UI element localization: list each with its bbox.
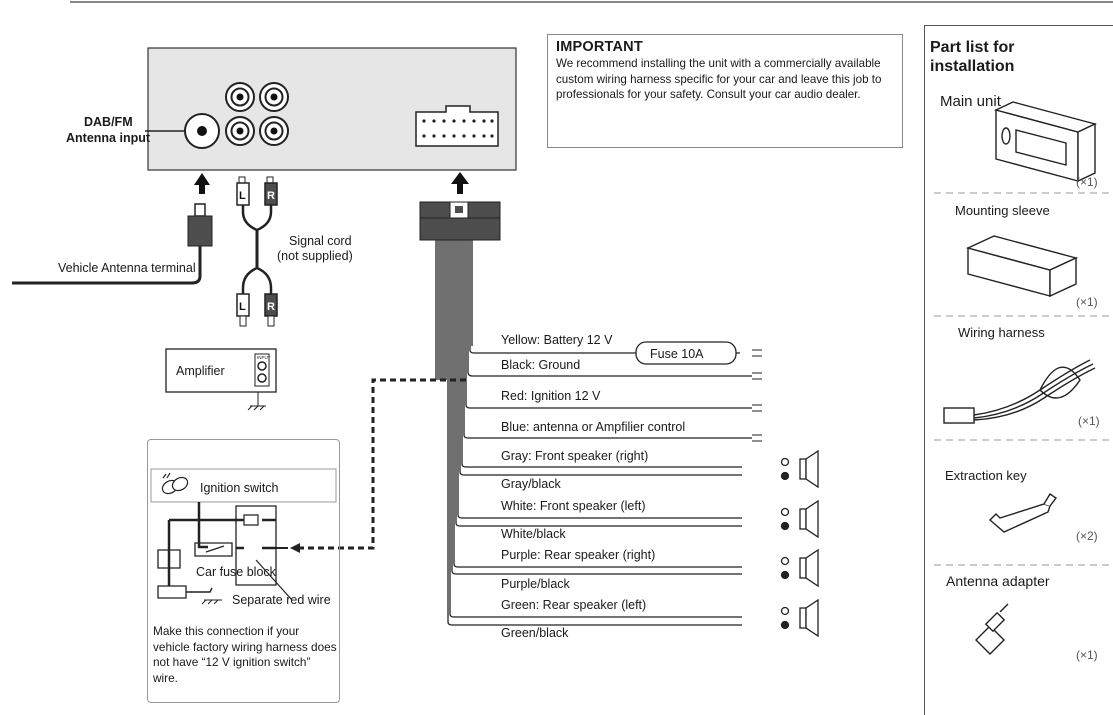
- wire-label-green: Green: Rear speaker (left): [501, 598, 646, 612]
- fuse-10a: [635, 341, 737, 365]
- rca-left-tag-top: L: [239, 190, 246, 202]
- wire-label-yellow: Yellow: Battery 12 V: [501, 333, 613, 347]
- important-notice: IMPORTANT We recommend installing the un…: [547, 34, 903, 148]
- wire-label-white-black: White/black: [501, 527, 566, 541]
- wire-label-gray: Gray: Front speaker (right): [501, 449, 648, 463]
- parts-title-line-1: Part list for: [930, 39, 1015, 56]
- ignition-note: Make this connection if your vehicle fac…: [153, 624, 337, 685]
- wire-label-green-black: Green/black: [501, 626, 569, 640]
- svg-text:INPUT: INPUT: [257, 355, 271, 360]
- ignition-switch-label: Ignition switch: [200, 481, 279, 495]
- antenna-adapter-icon: [975, 603, 1009, 655]
- signal-cord-label-1: Signal cord: [289, 234, 352, 248]
- parts-list-title: Part list for installation: [930, 38, 1014, 76]
- rca-plug-left-bottom: [236, 293, 250, 327]
- rca-plug-right-bottom: [264, 293, 278, 327]
- part-name-mounting-sleeve: Mounting sleeve: [955, 203, 1050, 218]
- mounting-sleeve-icon: [965, 235, 1079, 298]
- amplifier-label: Amplifier: [176, 364, 225, 378]
- speaker-icon: [780, 449, 819, 489]
- fuse-label: Fuse 10A: [650, 347, 704, 361]
- amplifier-box: INPUT: [165, 348, 277, 411]
- wire-label-white: White: Front speaker (left): [501, 499, 646, 513]
- part-name-wiring-harness: Wiring harness: [958, 325, 1045, 340]
- wire-label-red: Red: Ignition 12 V: [501, 389, 601, 403]
- extraction-key-icon: [988, 493, 1058, 533]
- antenna-input-jack: [184, 113, 220, 149]
- speaker-icon: [780, 598, 819, 638]
- speaker-icon: [780, 499, 819, 539]
- part-name-antenna-adapter: Antenna adapter: [946, 573, 1050, 589]
- wire-label-purple-black: Purple/black: [501, 577, 571, 591]
- iso-connector-socket: [415, 105, 499, 147]
- car-fuse-block-label: Car fuse block: [196, 565, 277, 579]
- separate-red-wire-label: Separate red wire: [232, 593, 331, 607]
- speaker-icon: [780, 548, 819, 588]
- vehicle-antenna-terminal-label: Vehicle Antenna terminal: [58, 261, 196, 275]
- antenna-plug: [12, 203, 213, 285]
- wire-label-gray-black: Gray/black: [501, 477, 561, 491]
- qty-antenna-adapter: (×1): [1076, 648, 1098, 662]
- rca-right-tag-bottom: R: [267, 301, 275, 313]
- arrow-up-icon: [451, 172, 469, 194]
- qty-extraction-key: (×2): [1076, 529, 1098, 543]
- wire-label-black: Black: Ground: [501, 358, 580, 372]
- parts-list-panel: [924, 25, 1113, 715]
- wire-label-blue: Blue: antenna or Ampfilier control: [501, 420, 685, 434]
- antenna-input-label-1: DAB/FM: [84, 115, 133, 129]
- antenna-input-label-2: Antenna input: [66, 131, 151, 145]
- wiring-harness-icon: [943, 359, 1096, 424]
- part-name-extraction-key: Extraction key: [945, 468, 1027, 483]
- ignition-schematic: [157, 502, 293, 601]
- rca-right-tag-top: R: [267, 190, 275, 202]
- part-name-main-unit: Main unit: [940, 93, 1001, 110]
- rca-left-tag-bottom: L: [239, 301, 246, 313]
- signal-cord-label-2: (not supplied): [277, 249, 353, 263]
- qty-main-unit: (×1): [1076, 175, 1098, 189]
- arrow-up-icon: [194, 173, 210, 194]
- important-text: We recommend installing the unit with a …: [556, 57, 882, 102]
- harness-wire-bundle: [435, 240, 752, 626]
- key-icon: [161, 472, 189, 495]
- important-title: IMPORTANT: [556, 39, 643, 55]
- ignition-connection-box: [147, 439, 340, 703]
- harness-connector-plug: [419, 201, 501, 241]
- arrow-left-icon: [290, 543, 300, 553]
- qty-wiring-harness: (×1): [1078, 414, 1100, 428]
- wire-terminals: [752, 349, 762, 442]
- qty-mounting-sleeve: (×1): [1076, 295, 1098, 309]
- wire-label-purple: Purple: Rear speaker (right): [501, 548, 655, 562]
- main-unit-icon: [993, 101, 1098, 183]
- parts-title-line-2: installation: [930, 58, 1015, 75]
- ground-icon: [201, 599, 222, 605]
